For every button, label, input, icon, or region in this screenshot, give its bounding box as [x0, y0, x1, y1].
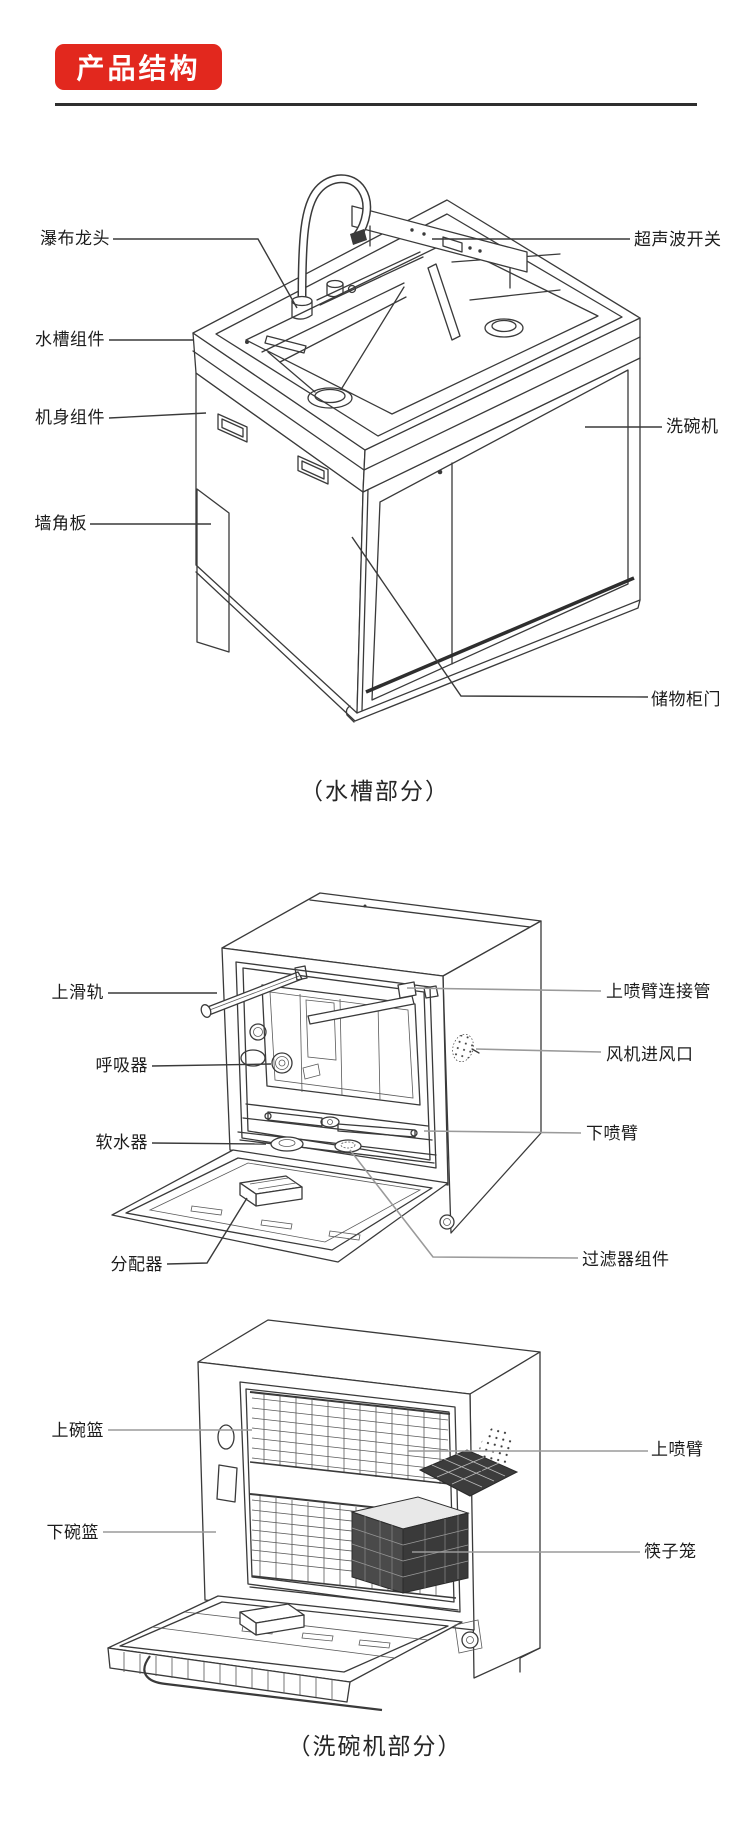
label-lower-spray-arm: 下喷臂 [586, 1124, 639, 1143]
leader-waterfall-faucet [113, 238, 298, 309]
leader-dispenser [166, 1197, 248, 1265]
upper-basket-grid [249, 1391, 451, 1485]
section-title-badge: 产品结构 [55, 44, 222, 90]
label-lower-bowl-basket: 下碗篮 [46, 1523, 99, 1542]
sink-unit-drawing [90, 174, 662, 723]
label-chopstick-cage: 筷子笼 [644, 1542, 697, 1561]
leader-fan-air-inlet [475, 1048, 602, 1053]
label-upper-slide-rail: 上滑轨 [51, 983, 104, 1002]
caption-dishwasher-section: （洗碗机部分） [287, 1733, 463, 1759]
dishwasher-baskets-drawing [103, 1319, 648, 1712]
dispenser-block [239, 1175, 303, 1207]
leader-lines-baskets [103, 1429, 648, 1553]
leader-breather [151, 1063, 272, 1067]
label-upper-bowl-basket: 上碗篮 [51, 1421, 104, 1440]
leader-lines-interior [108, 987, 602, 1265]
leader-filter-assembly [349, 1149, 579, 1259]
dishwasher-interior-drawing [108, 892, 602, 1265]
leader-lines-sink [90, 238, 662, 698]
interior-back-wall [240, 984, 421, 1106]
chopstick-cage [350, 1496, 470, 1594]
fan-air-inlet [452, 1033, 480, 1063]
label-dishwasher: 洗碗机 [666, 417, 719, 436]
label-water-softener: 软水器 [95, 1133, 148, 1152]
label-corner-board: 墙角板 [34, 514, 87, 533]
header-divider [55, 103, 697, 106]
upper-spray-arm-pipe [307, 981, 439, 1025]
storage-door [365, 369, 635, 701]
label-breather: 呼吸器 [95, 1056, 148, 1075]
label-filter-assembly: 过滤器组件 [582, 1250, 670, 1269]
open-door-3 [107, 1595, 483, 1712]
tub-floor-components [237, 1103, 437, 1164]
waterfall-faucet [291, 174, 372, 320]
label-waterfall-faucet: 瀑布龙头 [40, 229, 110, 248]
label-ultrasonic-switch: 超声波开关 [634, 230, 722, 249]
countertop [192, 199, 641, 493]
caption-sink-section: （水槽部分） [300, 778, 450, 804]
leader-lower-spray-arm [423, 1130, 582, 1134]
vent-slots [217, 413, 329, 485]
leader-upper-spray-arm-pipe [406, 987, 602, 992]
label-dispenser: 分配器 [110, 1255, 163, 1274]
upper-slide-rail [200, 965, 308, 1018]
label-sink-assembly: 水槽组件 [35, 330, 105, 349]
label-storage-cabinet-door: 储物柜门 [651, 690, 721, 709]
label-fan-air-inlet: 风机进风口 [606, 1045, 694, 1064]
label-upper-spray-arm: 上喷臂 [651, 1440, 704, 1459]
side-perforations [478, 1425, 512, 1479]
label-upper-spray-arm-pipe: 上喷臂连接管 [606, 982, 711, 1001]
leader-storage-door [351, 536, 649, 698]
leader-water-softener [151, 1142, 267, 1145]
label-body-assembly: 机身组件 [35, 408, 105, 427]
sink-basins [245, 251, 561, 409]
open-door [111, 1149, 455, 1263]
leader-body-assembly [108, 412, 207, 419]
corner-board-panel [196, 488, 230, 653]
